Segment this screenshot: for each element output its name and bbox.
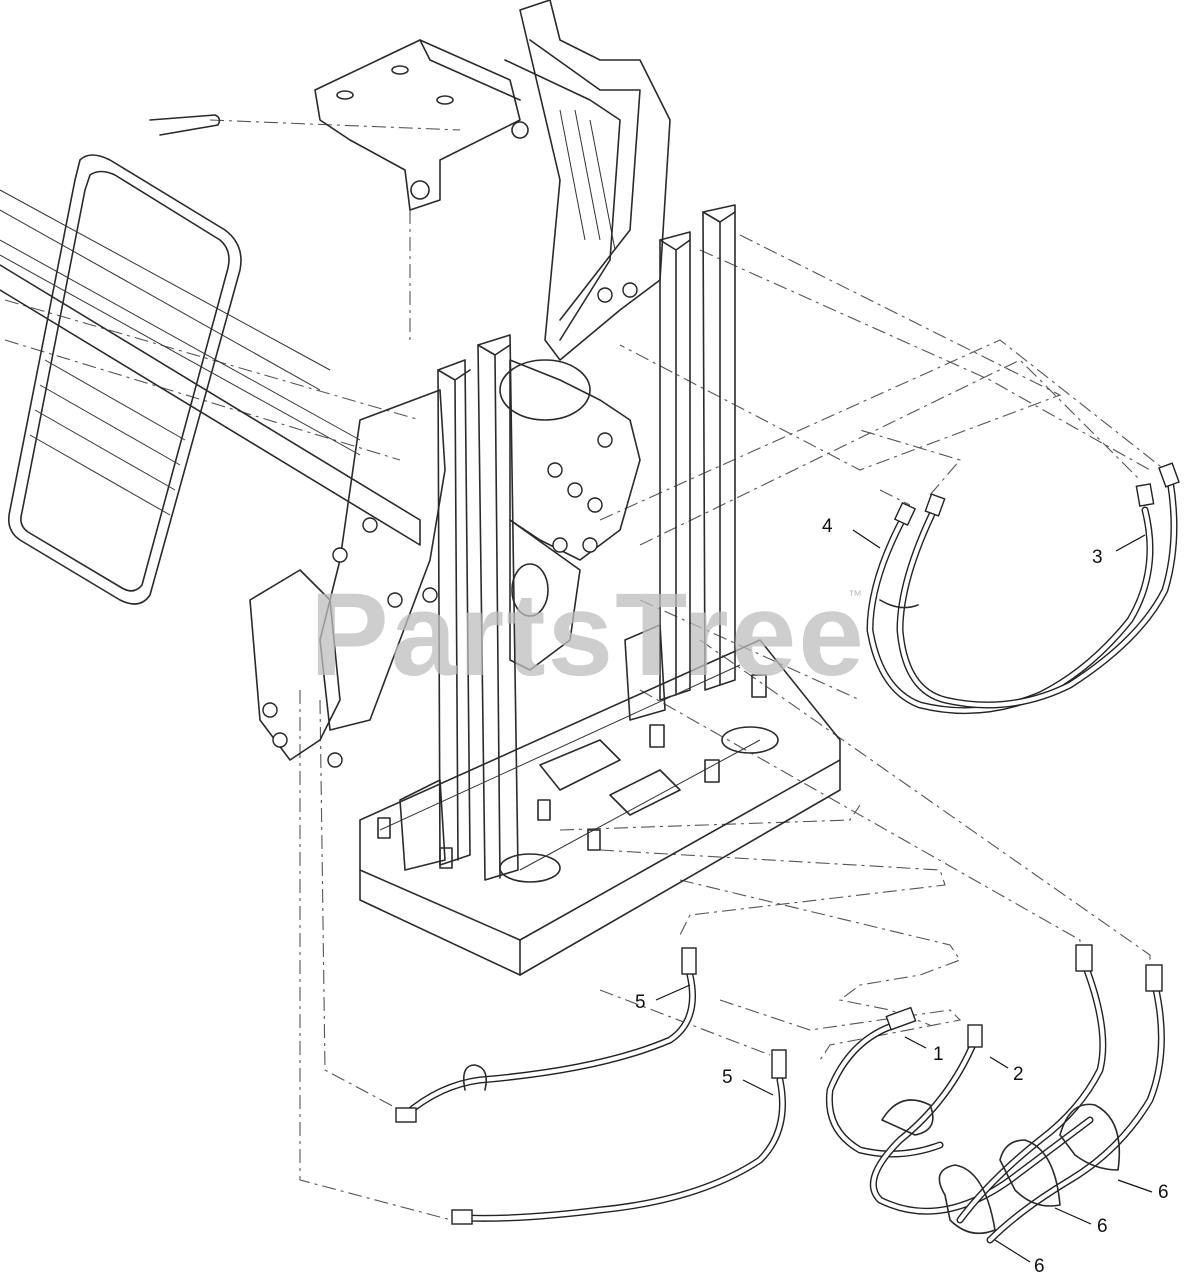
callout-3[interactable]: 3 xyxy=(1092,547,1103,568)
callout-5b[interactable]: 5 xyxy=(722,1067,733,1088)
callout-1[interactable]: 1 xyxy=(933,1044,944,1065)
callout-6b[interactable]: 6 xyxy=(1097,1216,1108,1237)
callout-2[interactable]: 2 xyxy=(1013,1064,1024,1085)
callout-4[interactable]: 4 xyxy=(822,516,833,537)
hose-assembly-3-4 xyxy=(866,462,1180,715)
hose-assembly-1-2 xyxy=(825,944,1165,1244)
partstree-trademark: ™ xyxy=(848,587,862,603)
machine-frame xyxy=(0,0,841,976)
phantom-lines xyxy=(4,119,1166,1226)
callout-6c[interactable]: 6 xyxy=(1034,1256,1045,1277)
partstree-watermark: PartsTree xyxy=(310,569,866,701)
callout-5a[interactable]: 5 xyxy=(635,992,646,1013)
callout-6a[interactable]: 6 xyxy=(1158,1182,1169,1203)
hose-assembly-5 xyxy=(395,947,787,1225)
callout-leaders xyxy=(655,529,1153,1263)
